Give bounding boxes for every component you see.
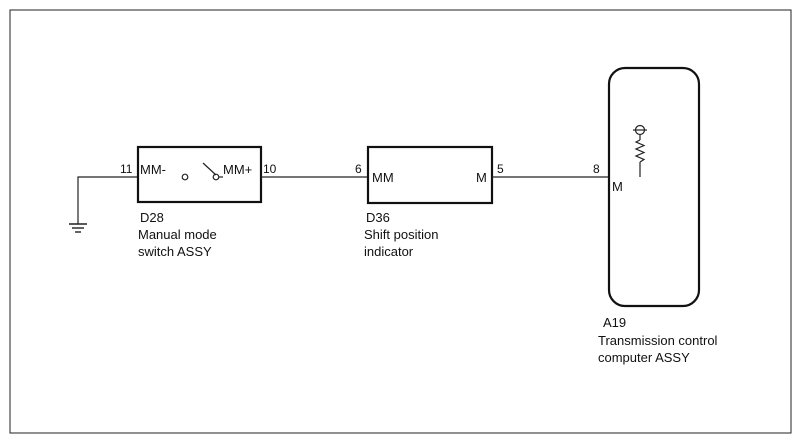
a19-pin-label: M xyxy=(612,179,623,194)
ground-icon xyxy=(69,223,87,233)
d28-name-line2: switch ASSY xyxy=(138,244,212,259)
a19-name-line2: computer ASSY xyxy=(598,350,690,365)
d28-switch-box xyxy=(136,145,263,204)
d28-pin-left-label: MM- xyxy=(140,162,166,177)
power-supply-icon xyxy=(633,124,647,136)
d28-pin-right-number: 10 xyxy=(263,162,277,176)
ground-wire xyxy=(77,176,138,224)
a19-ecu-box xyxy=(607,66,701,308)
d36-name-line2: indicator xyxy=(364,244,414,259)
d28-pin-left-number: 11 xyxy=(120,162,133,176)
a19-name-line1: Transmission control xyxy=(598,333,718,348)
diagram-frame xyxy=(9,9,792,434)
d36-id: D36 xyxy=(366,210,390,225)
a19-id: A19 xyxy=(603,315,626,330)
d28-name-line1: Manual mode xyxy=(138,227,217,242)
d36-pin-left-number: 6 xyxy=(355,162,362,176)
d28-pin-right-label: MM+ xyxy=(223,162,252,177)
d36-name-line1: Shift position xyxy=(364,227,438,242)
resistor-icon xyxy=(634,139,646,163)
d36-pin-right-number: 5 xyxy=(497,162,504,176)
switch-icon xyxy=(181,162,223,181)
d36-pin-right-label: M xyxy=(476,170,487,185)
d36-pin-left-label: MM xyxy=(372,170,394,185)
d28-id: D28 xyxy=(140,210,164,225)
a19-pin-number: 8 xyxy=(593,162,600,176)
d36-indicator-box xyxy=(366,145,494,205)
